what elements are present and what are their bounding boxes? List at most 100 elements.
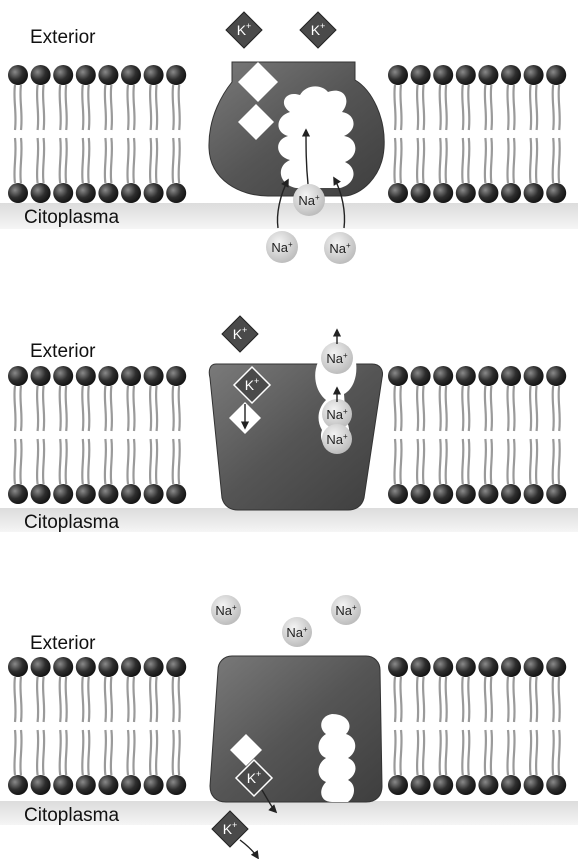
- k-ion: K+: [226, 12, 262, 48]
- lipid-tail: [530, 730, 531, 775]
- lipid-head: [31, 65, 51, 85]
- membrane-right: [388, 65, 566, 203]
- lipid-tail: [60, 138, 61, 183]
- lipid-tail: [133, 138, 134, 183]
- lipid-tail: [536, 138, 537, 183]
- lipid-tail: [468, 138, 469, 183]
- lipid-tail: [156, 730, 157, 775]
- lipid-head: [411, 366, 431, 386]
- lipid-tail: [133, 730, 134, 775]
- lipid-head: [388, 65, 408, 85]
- lipid-tail: [43, 730, 44, 775]
- na-ion: Na+: [324, 232, 356, 264]
- lipid-tail: [105, 439, 106, 484]
- lipid-head: [433, 183, 453, 203]
- lipid-tail: [553, 439, 554, 484]
- lipid-head: [501, 65, 521, 85]
- lipid-head: [53, 65, 73, 85]
- lipid-tail: [133, 85, 134, 130]
- lipid-head: [478, 657, 498, 677]
- lipid-tail: [423, 730, 424, 775]
- na-binding-site: [278, 86, 355, 188]
- lipid-tail: [60, 85, 61, 130]
- na-ion: Na+: [321, 342, 353, 374]
- lipid-head: [501, 484, 521, 504]
- lipid-tail: [446, 138, 447, 183]
- lipid-tail: [20, 439, 21, 484]
- lipid-head: [166, 183, 186, 203]
- lipid-head: [121, 183, 141, 203]
- lipid-head: [456, 775, 476, 795]
- lipid-tail: [440, 386, 441, 431]
- lipid-tail: [14, 730, 15, 775]
- lipid-tail: [468, 386, 469, 431]
- lipid-tail: [513, 138, 514, 183]
- lipid-tail: [559, 138, 560, 183]
- lipid-tail: [179, 439, 180, 484]
- lipid-tail: [530, 85, 531, 130]
- lipid-tail: [82, 677, 83, 722]
- lipid-tail: [127, 677, 128, 722]
- lipid-tail: [150, 138, 151, 183]
- lipid-tail: [127, 730, 128, 775]
- lipid-head: [144, 183, 164, 203]
- lipid-tail: [536, 386, 537, 431]
- lipid-head: [456, 183, 476, 203]
- lipid-tail: [43, 85, 44, 130]
- lipid-tail: [440, 138, 441, 183]
- lipid-tail: [111, 85, 112, 130]
- lipid-head: [144, 65, 164, 85]
- lipid-head: [31, 657, 51, 677]
- lipid-head: [524, 484, 544, 504]
- lipid-head: [76, 366, 96, 386]
- lipid-head: [31, 366, 51, 386]
- lipid-tail: [417, 138, 418, 183]
- k-ion: K+: [300, 12, 336, 48]
- lipid-head: [546, 775, 566, 795]
- panel-3: K+ K+ Na+ Na+ Na+ Exterior Citoplasma: [0, 595, 578, 858]
- lipid-head: [411, 65, 431, 85]
- arrow: [240, 840, 258, 858]
- lipid-tail: [127, 439, 128, 484]
- lipid-tail: [60, 730, 61, 775]
- lipid-tail: [417, 439, 418, 484]
- lipid-tail: [88, 439, 89, 484]
- lipid-tail: [485, 85, 486, 130]
- lipid-head: [388, 183, 408, 203]
- lipid-head: [524, 775, 544, 795]
- lipid-tail: [446, 677, 447, 722]
- citoplasma-label: Citoplasma: [24, 512, 119, 533]
- lipid-tail: [82, 730, 83, 775]
- lipid-head: [546, 657, 566, 677]
- lipid-tail: [66, 138, 67, 183]
- lipid-tail: [440, 730, 441, 775]
- lipid-tail: [507, 677, 508, 722]
- lipid-tail: [485, 730, 486, 775]
- lipid-tail: [173, 677, 174, 722]
- lipid-head: [98, 775, 118, 795]
- lipid-head: [501, 366, 521, 386]
- lipid-tail: [536, 730, 537, 775]
- lipid-tail: [66, 439, 67, 484]
- lipid-tail: [14, 138, 15, 183]
- lipid-tail: [60, 439, 61, 484]
- lipid-tail: [513, 386, 514, 431]
- lipid-tail: [88, 386, 89, 431]
- lipid-head: [456, 657, 476, 677]
- lipid-head: [524, 183, 544, 203]
- lipid-head: [8, 183, 28, 203]
- lipid-tail: [507, 730, 508, 775]
- lipid-tail: [20, 85, 21, 130]
- lipid-head: [76, 484, 96, 504]
- lipid-head: [433, 657, 453, 677]
- lipid-head: [76, 775, 96, 795]
- lipid-tail: [507, 386, 508, 431]
- lipid-tail: [179, 677, 180, 722]
- lipid-head: [98, 65, 118, 85]
- lipid-tail: [20, 138, 21, 183]
- lipid-tail: [417, 386, 418, 431]
- lipid-tail: [559, 730, 560, 775]
- lipid-tail: [530, 677, 531, 722]
- lipid-tail: [82, 85, 83, 130]
- lipid-tail: [400, 439, 401, 484]
